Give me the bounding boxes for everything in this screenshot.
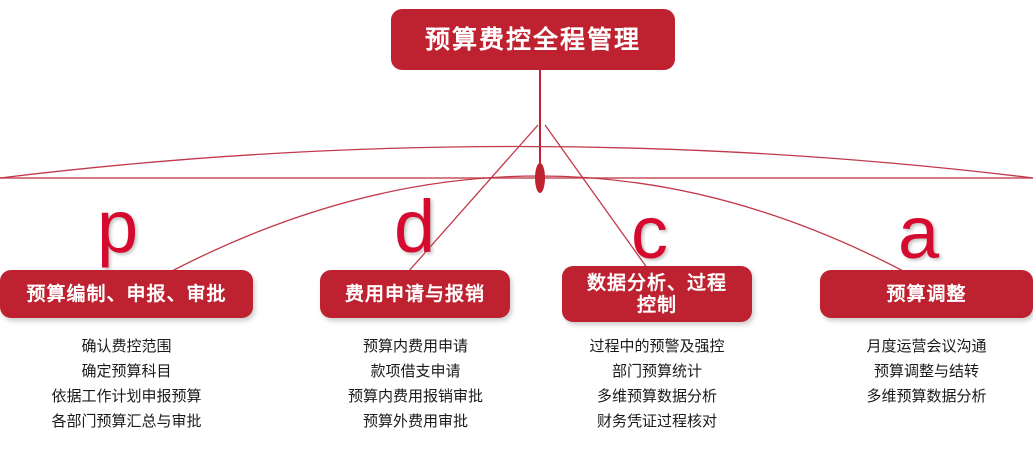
stage-box-do-label: 费用申请与报销	[344, 282, 485, 305]
stage-box-check-label-line2: 控制	[636, 294, 677, 316]
stage-box-check-label: 数据分析、过程 控制	[587, 272, 727, 317]
stage-box-plan-label: 预算编制、申报、审批	[26, 282, 227, 305]
stage-box-do[interactable]: 费用申请与报销	[320, 270, 510, 318]
item-list-check: 过程中的预警及强控 部门预算统计 多维预算数据分析 财务凭证过程核对	[552, 334, 762, 434]
phase-letter-a: a	[898, 191, 940, 274]
list-item: 部门预算统计	[611, 362, 702, 380]
stage-box-act-label: 预算调整	[886, 282, 967, 305]
list-item: 确定预算科目	[81, 362, 172, 380]
list-item: 预算内费用报销审批	[347, 387, 483, 405]
diagram-title-box: 预算费控全程管理	[391, 9, 675, 70]
list-item: 确认费控范围	[81, 337, 172, 355]
list-item: 过程中的预警及强控	[589, 337, 725, 355]
phase-letter-p: p	[97, 185, 139, 268]
phase-letter-c: c	[631, 191, 668, 274]
list-item: 月度运营会议沟通	[866, 337, 987, 355]
list-item: 预算内费用申请	[362, 337, 468, 355]
stage-box-check-label-line1: 数据分析、过程	[586, 271, 727, 294]
list-item: 预算外费用审批	[362, 412, 468, 430]
list-item: 多维预算数据分析	[866, 387, 987, 405]
list-item: 财务凭证过程核对	[596, 412, 717, 430]
list-item: 各部门预算汇总与审批	[51, 412, 202, 430]
center-marker-icon	[535, 163, 545, 193]
page-title: 预算费控全程管理	[424, 25, 641, 54]
phase-letter-d: d	[394, 185, 436, 268]
item-list-do: 预算内费用申请 款项借支申请 预算内费用报销审批 预算外费用审批	[293, 334, 538, 434]
list-item: 多维预算数据分析	[596, 387, 717, 405]
outer-arc	[0, 145, 1033, 179]
stage-box-check[interactable]: 数据分析、过程 控制	[562, 266, 752, 322]
item-list-plan: 确认费控范围 确定预算科目 依据工作计划申报预算 各部门预算汇总与审批	[0, 334, 253, 434]
stage-box-plan[interactable]: 预算编制、申报、审批	[0, 270, 253, 318]
inner-arc	[169, 175, 906, 273]
list-item: 依据工作计划申报预算	[51, 387, 202, 405]
list-item: 款项借支申请	[370, 362, 461, 380]
stage-box-act[interactable]: 预算调整	[820, 270, 1033, 318]
list-item: 预算调整与结转	[873, 362, 979, 380]
item-list-act: 月度运营会议沟通 预算调整与结转 多维预算数据分析	[820, 334, 1033, 409]
